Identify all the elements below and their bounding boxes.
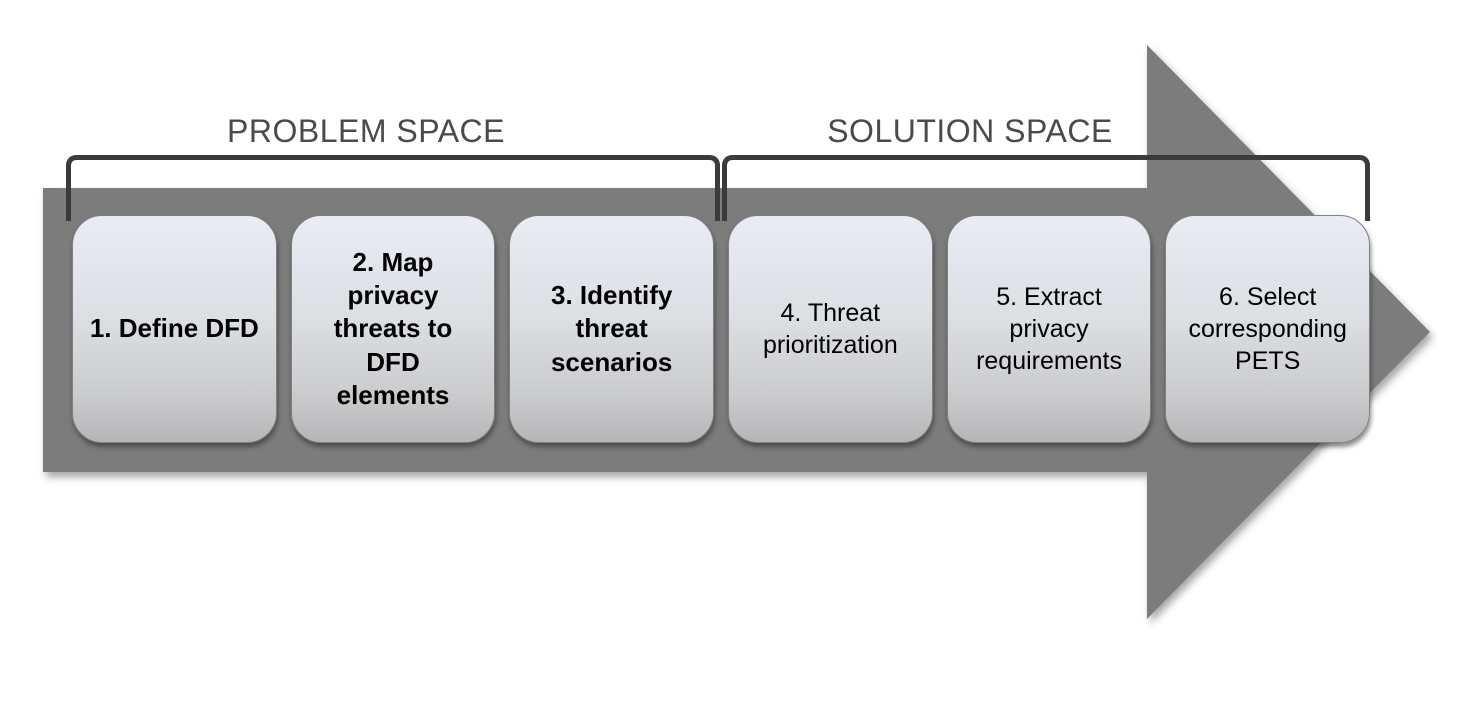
step-box-map-privacy-threats: 2. Map privacy threats to DFD elements [290, 215, 496, 443]
step-label: 3. Identify threat scenarios [550, 280, 673, 377]
step-boxes-row: 1. Define DFD 2. Map privacy threats to … [72, 215, 1371, 443]
solution-space-bracket [722, 155, 1370, 221]
step-box-threat-prioritization: 4. Threat prioritization [728, 215, 933, 443]
step-label: 6. Select corresponding PETS [1188, 283, 1347, 375]
step-label: 4. Threat prioritization [762, 299, 898, 359]
step-box-define-dfd: 1. Define DFD [72, 215, 277, 443]
step-box-select-corresponding-pets: 6. Select corresponding PETS [1165, 215, 1371, 443]
step-label: 5. Extract privacy requirements [976, 283, 1122, 375]
solution-space-label: SOLUTION SPACE [827, 113, 1113, 149]
step-box-extract-privacy-requirements: 5. Extract privacy requirements [946, 215, 1152, 443]
step-box-identify-threat-scenarios: 3. Identify threat scenarios [509, 215, 715, 443]
step-label: 2. Map privacy threats to DFD elements [333, 246, 453, 410]
problem-space-label: PROBLEM SPACE [227, 113, 505, 149]
problem-space-bracket [66, 155, 720, 221]
step-label: 1. Define DFD [89, 313, 259, 344]
